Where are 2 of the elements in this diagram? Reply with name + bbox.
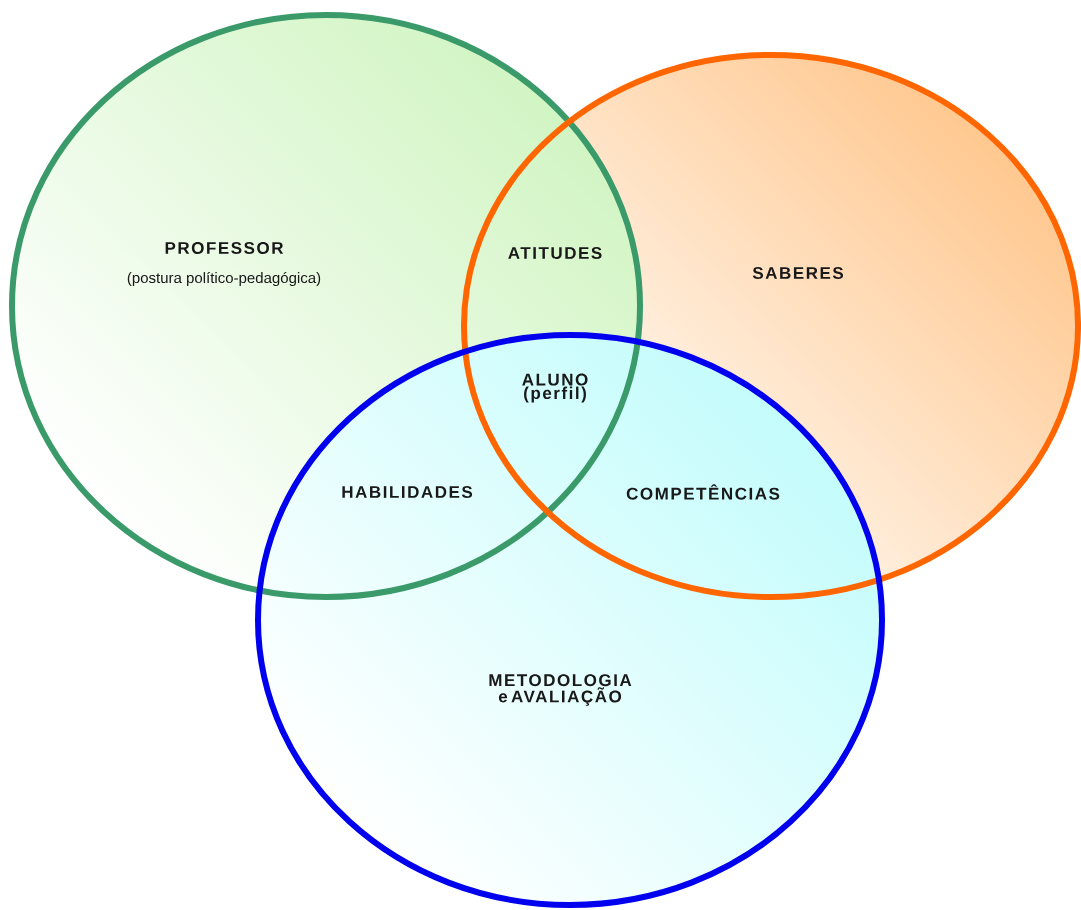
region-label: ALUNO (perfil) bbox=[522, 373, 588, 403]
region-label: ATITUDES bbox=[508, 247, 602, 260]
